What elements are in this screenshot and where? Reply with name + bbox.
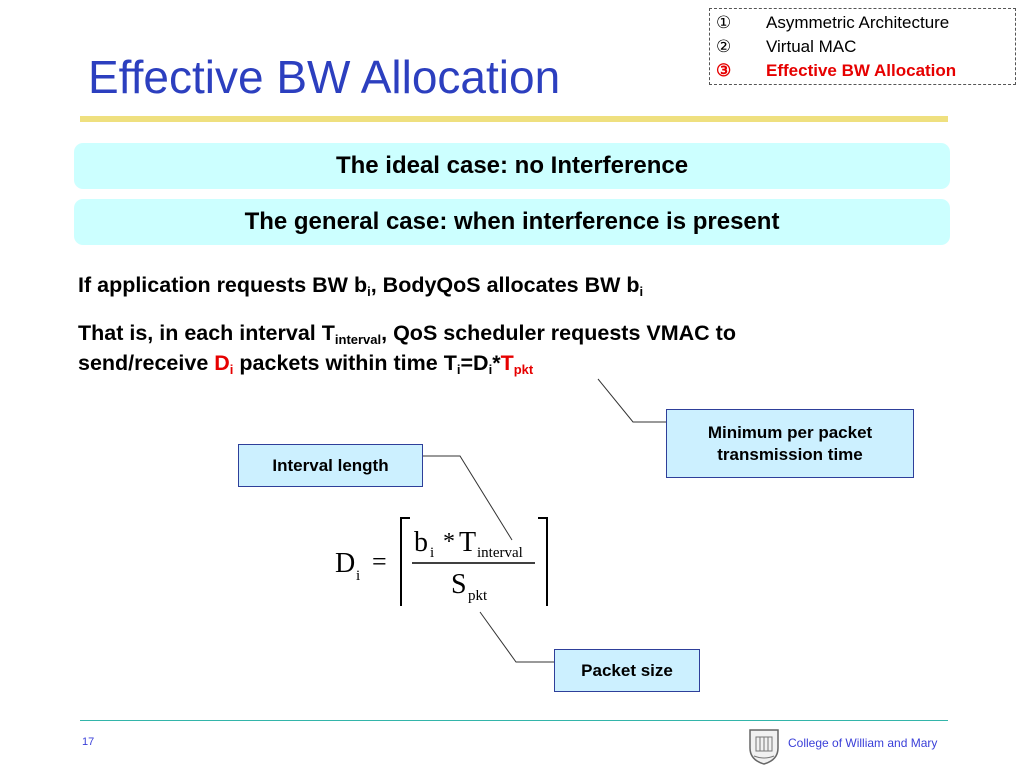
ceiling-bracket-left (400, 517, 410, 606)
outline-number: ③ (716, 61, 732, 80)
formula-num-t-sub: interval (477, 545, 523, 561)
formula-lhs-sub: i (356, 568, 360, 584)
outline-box: ① Asymmetric Architecture ② Virtual MAC ③ E… (709, 8, 1016, 85)
title-underline (80, 116, 948, 122)
connector-line (423, 455, 513, 541)
formula-lhs-d: D (335, 548, 355, 579)
interval-length-callout: Interval length (238, 444, 423, 487)
formula-num-b-sub: i (430, 545, 434, 561)
slide-title: Effective BW Allocation (88, 51, 561, 103)
general-case-band: The general case: when interference is p… (74, 199, 950, 245)
formula-num-b: b (414, 527, 428, 558)
ceiling-bracket-right (538, 517, 548, 606)
outline-item-1: ① Asymmetric Architecture (716, 13, 949, 35)
scheduler-line-2: send/receive Di packets within time Ti=D… (78, 351, 534, 377)
ideal-case-band: The ideal case: no Interference (74, 143, 950, 189)
outline-item-2: ② Virtual MAC (716, 37, 856, 59)
scheduler-line-1: That is, in each interval Tinterval, QoS… (78, 321, 736, 347)
college-crest-logo (749, 729, 779, 765)
outline-label: Asymmetric Architecture (766, 13, 950, 32)
outline-label: Virtual MAC (766, 37, 857, 56)
formula-den-s: S (451, 569, 467, 600)
allocation-statement: If application requests BW bi, BodyQoS a… (78, 273, 644, 299)
formula-equals: = (372, 547, 387, 576)
outline-label: Effective BW Allocation (766, 61, 957, 80)
outline-number: ② (716, 37, 732, 56)
college-name: College of William and Mary (788, 736, 938, 750)
outline-item-3-active: ③ Effective BW Allocation (716, 61, 956, 83)
min-packet-time-callout: Minimum per packet transmission time (666, 409, 914, 478)
connector-line (597, 378, 666, 423)
formula-times: * (443, 529, 455, 555)
footer-rule (80, 720, 948, 721)
scheduler-statement: That is, in each interval Tinterval, QoS… (78, 318, 736, 378)
connector-line (479, 611, 554, 663)
formula-den-s-sub: pkt (468, 588, 488, 604)
formula-num-t: T (459, 527, 476, 558)
page-number: 17 (82, 736, 95, 748)
outline-number: ① (716, 13, 732, 32)
packet-size-callout: Packet size (554, 649, 700, 692)
